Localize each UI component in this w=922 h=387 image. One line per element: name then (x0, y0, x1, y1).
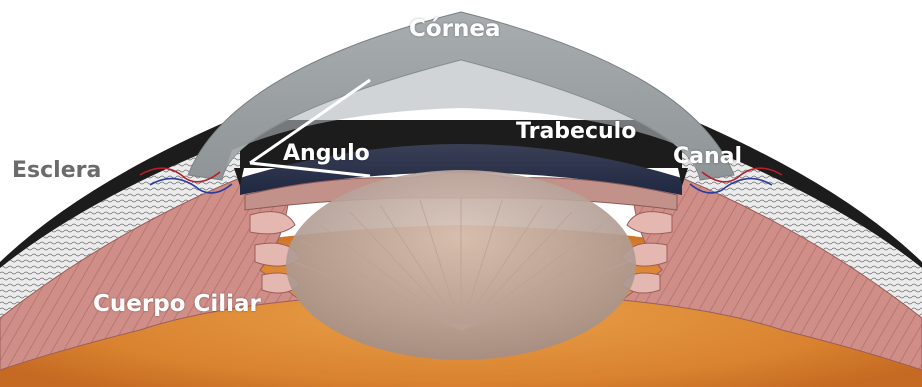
label-canal: Canal (673, 144, 742, 169)
label-cuerpo-ciliar: Cuerpo Ciliar (93, 291, 261, 317)
label-angulo: Angulo (283, 141, 370, 166)
label-esclera: Esclera (12, 158, 101, 183)
label-trabeculo: Trabeculo (516, 119, 636, 144)
label-cornea: Córnea (409, 16, 501, 42)
